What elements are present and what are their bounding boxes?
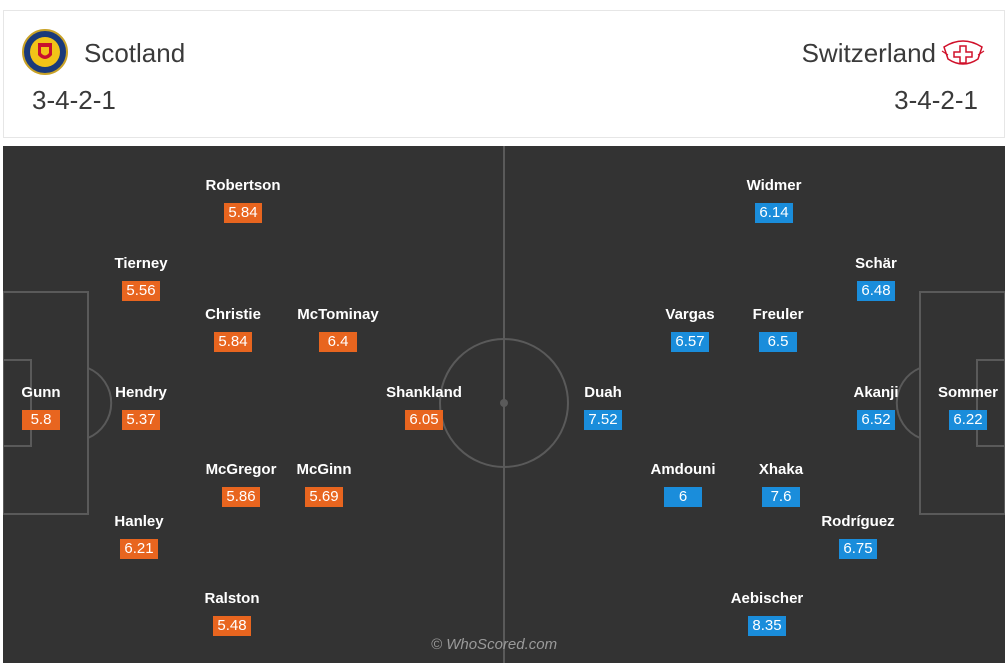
home-player-mcginn[interactable]: McGinn 5.69 [264, 461, 384, 507]
player-rating: 6.75 [839, 539, 877, 559]
player-name: McGinn [296, 461, 352, 478]
player-name: Duah [584, 384, 622, 401]
player-rating: 7.6 [762, 487, 800, 507]
player-rating: 6.05 [405, 410, 443, 430]
switzerland-crest-icon [941, 40, 985, 65]
player-rating: 6.57 [671, 332, 709, 352]
player-name: Robertson [205, 177, 281, 194]
away-player-aebischer[interactable]: Aebischer 8.35 [707, 590, 827, 636]
player-rating: 5.84 [224, 203, 262, 223]
player-rating: 5.8 [22, 410, 60, 430]
player-name: Vargas [665, 306, 715, 323]
away-team-name: Switzerland [801, 38, 936, 68]
away-player-widmer[interactable]: Widmer 6.14 [714, 177, 834, 223]
player-rating: 5.84 [214, 332, 252, 352]
home-player-mcgregor[interactable]: McGregor 5.86 [181, 461, 301, 507]
match-header: Scotland 3-4-2-1 Switzerland 3-4-2-1 [3, 10, 1005, 138]
player-name: Schär [855, 255, 897, 272]
player-rating: 5.69 [305, 487, 343, 507]
home-player-christie[interactable]: Christie 5.84 [173, 306, 293, 352]
player-rating: 6.5 [759, 332, 797, 352]
player-name: Gunn [21, 384, 61, 401]
player-name: Widmer [746, 177, 802, 194]
player-name: Christie [205, 306, 261, 323]
player-name: Rodríguez [821, 513, 895, 530]
pitch: Gunn 5.8 Tierney 5.56 Hendry 5.37 Hanley… [3, 146, 1005, 663]
home-player-ralston[interactable]: Ralston 5.48 [172, 590, 292, 636]
player-name: Hanley [114, 513, 164, 530]
home-formation: 3-4-2-1 [32, 85, 116, 115]
player-name: Akanji [853, 384, 899, 401]
away-player-duah[interactable]: Duah 7.52 [543, 384, 663, 430]
player-rating: 6.22 [949, 410, 987, 430]
player-name: Ralston [204, 590, 260, 607]
player-name: Aebischer [730, 590, 804, 607]
player-name: Xhaka [758, 461, 804, 478]
player-rating: 5.56 [122, 281, 160, 301]
player-rating: 6.52 [857, 410, 895, 430]
home-player-robertson[interactable]: Robertson 5.84 [183, 177, 303, 223]
away-formation: 3-4-2-1 [894, 85, 978, 115]
player-name: Tierney [114, 255, 168, 272]
home-team-name: Scotland [84, 38, 186, 68]
away-player-amdouni[interactable]: Amdouni 6 [623, 461, 743, 507]
player-rating: 7.52 [584, 410, 622, 430]
player-rating: 5.48 [213, 616, 251, 636]
pitch-markings [3, 146, 1005, 663]
home-player-gunn[interactable]: Gunn 5.8 [0, 384, 101, 430]
player-name: Sommer [937, 384, 999, 401]
player-rating: 6.21 [120, 539, 158, 559]
away-player-rodriguez[interactable]: Rodríguez 6.75 [798, 513, 918, 559]
player-rating: 5.37 [122, 410, 160, 430]
watermark: © WhoScored.com [431, 636, 558, 653]
away-player-vargas[interactable]: Vargas 6.57 [630, 306, 750, 352]
home-player-tierney[interactable]: Tierney 5.56 [81, 255, 201, 301]
scotland-crest-icon [22, 29, 68, 75]
player-rating: 6 [664, 487, 702, 507]
away-player-sommer[interactable]: Sommer 6.22 [908, 384, 1008, 430]
player-rating: 6.4 [319, 332, 357, 352]
player-rating: 8.35 [748, 616, 786, 636]
player-name: Hendry [115, 384, 167, 401]
home-player-mctominay[interactable]: McTominay 6.4 [278, 306, 398, 352]
home-player-hendry[interactable]: Hendry 5.37 [81, 384, 201, 430]
player-rating: 6.14 [755, 203, 793, 223]
player-name: McGregor [205, 461, 277, 478]
away-player-akanji[interactable]: Akanji 6.52 [816, 384, 936, 430]
player-name: Shankland [386, 384, 462, 401]
away-player-xhaka[interactable]: Xhaka 7.6 [721, 461, 841, 507]
player-rating: 6.48 [857, 281, 895, 301]
player-name: Amdouni [650, 461, 716, 478]
player-name: Freuler [752, 306, 804, 323]
away-player-freuler[interactable]: Freuler 6.5 [718, 306, 838, 352]
player-rating: 5.86 [222, 487, 260, 507]
home-player-shankland[interactable]: Shankland 6.05 [364, 384, 484, 430]
away-player-schar[interactable]: Schär 6.48 [816, 255, 936, 301]
home-player-hanley[interactable]: Hanley 6.21 [79, 513, 199, 559]
player-name: McTominay [297, 306, 379, 323]
